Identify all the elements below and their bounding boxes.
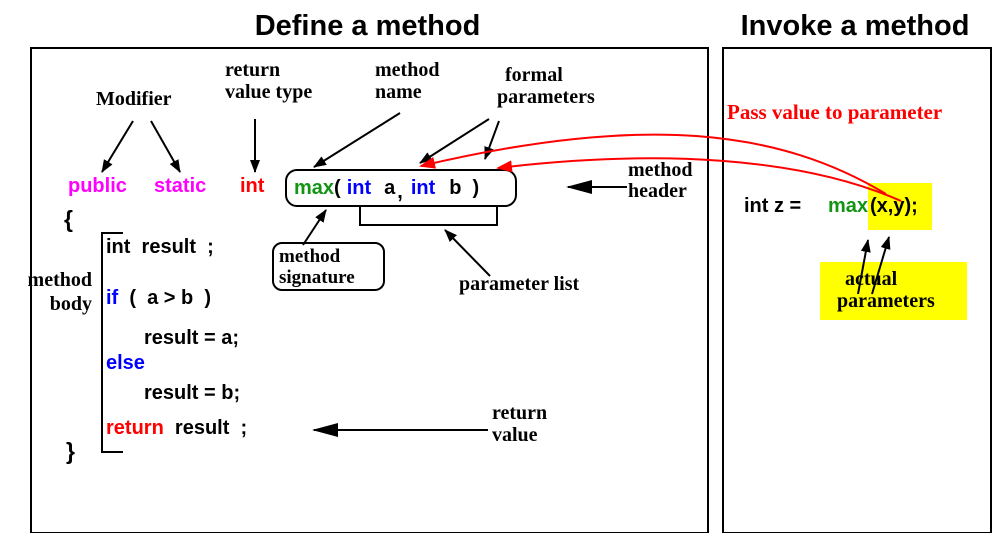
- label-return-value-line2: value: [492, 424, 538, 446]
- code-paren-open: (: [334, 177, 341, 199]
- label-method-header-line1: method: [628, 159, 693, 181]
- label-modifier: Modifier: [96, 88, 172, 110]
- parameter-list-box: [359, 205, 498, 226]
- code-else-keyword: else: [106, 352, 145, 374]
- code-if-condition: ( a > b ): [118, 287, 212, 309]
- label-method-header: method header: [628, 160, 692, 202]
- define-panel-title: Define a method: [254, 10, 481, 42]
- code-then-statement: result = a;: [144, 327, 240, 349]
- label-return-value-line1: return: [492, 402, 548, 424]
- label-method-body-line1: method: [27, 269, 92, 291]
- label-method-header-line2: header: [628, 180, 687, 202]
- code-param1-type: int: [346, 177, 372, 199]
- label-actual-parameters-line1: actual: [845, 268, 898, 290]
- label-method-signature-line1: method: [279, 246, 341, 267]
- code-paren-close: ): [472, 177, 480, 199]
- label-parameter-list: parameter list: [459, 273, 580, 295]
- label-return-value-type-line1: return: [225, 59, 281, 81]
- label-formal-parameters: formal parameters: [497, 64, 595, 108]
- code-param2-type: int: [410, 177, 436, 199]
- label-formal-parameters-line2: parameters: [497, 86, 595, 108]
- code-return-value-expr: result ;: [163, 417, 248, 439]
- arguments-highlight: (x,y);: [868, 183, 932, 230]
- label-pass-value-to-parameter: Pass value to parameter: [727, 100, 943, 124]
- label-method-body: method body: [8, 268, 92, 316]
- method-signature-box: method signature: [272, 242, 385, 291]
- invoke-panel-title: Invoke a method: [740, 10, 970, 42]
- invoke-code-arguments: (x,y);: [870, 195, 918, 217]
- code-comma: ,: [397, 180, 403, 203]
- code-return-line: return result ;: [106, 417, 247, 439]
- code-return-type: int: [240, 175, 265, 197]
- code-modifier-static: static: [154, 175, 207, 197]
- label-actual-parameters-line2: parameters: [837, 290, 935, 312]
- code-if-keyword: if: [106, 287, 119, 309]
- code-if-line: if ( a > b ): [106, 287, 211, 309]
- code-declare: int result ;: [106, 236, 214, 258]
- label-method-body-line2: body: [49, 293, 92, 315]
- code-else-statement: result = b;: [144, 382, 241, 404]
- code-method-name: max: [294, 177, 335, 199]
- label-method-name-line2: name: [375, 81, 422, 103]
- code-param1-name: a: [384, 177, 396, 199]
- code-return-keyword: return: [106, 417, 164, 439]
- label-return-value-type-line2: value type: [225, 81, 313, 103]
- label-method-name: method name: [375, 59, 439, 103]
- label-return-value-type: return value type: [225, 59, 312, 103]
- code-modifier-public: public: [68, 175, 127, 197]
- method-header-box: max ( int a , int b ): [285, 169, 517, 207]
- invoke-code-prefix: int z =: [744, 195, 802, 217]
- code-brace-open: {: [64, 206, 73, 232]
- label-method-signature-line2: signature: [279, 267, 355, 288]
- label-return-value: return value: [492, 402, 547, 446]
- label-formal-parameters-line1: formal: [505, 64, 563, 86]
- code-brace-close: }: [66, 438, 75, 464]
- invoke-code-method-name: max: [828, 195, 869, 217]
- code-param2-name: b: [449, 177, 462, 199]
- actual-parameters-box: actual parameters: [820, 262, 967, 320]
- label-method-name-line1: method: [375, 59, 440, 81]
- method-body-bracket: [101, 232, 123, 453]
